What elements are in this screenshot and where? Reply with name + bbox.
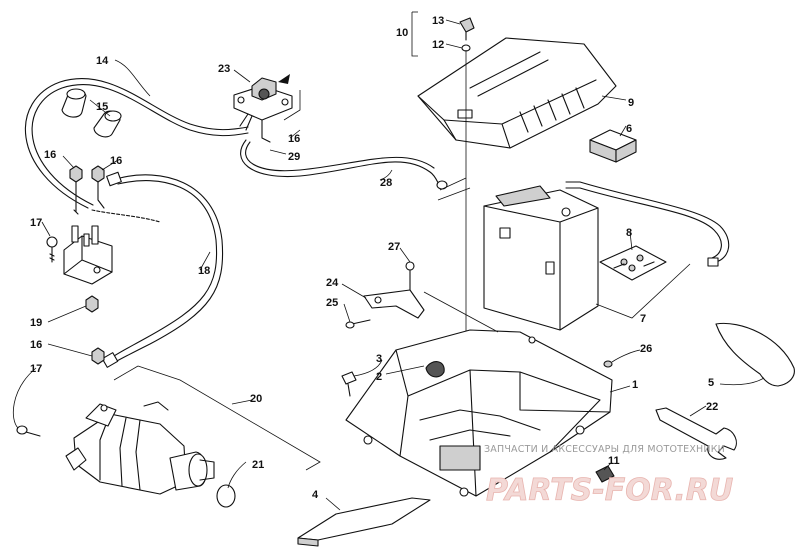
callout-15: 15 (96, 101, 108, 113)
callout-14: 14 (96, 55, 109, 67)
callout-4: 4 (312, 489, 319, 501)
cable-18 (101, 171, 224, 368)
clip-11 (595, 465, 615, 483)
callout-labels: 14 15 16 16 17 18 19 16 17 20 21 4 23 16… (30, 15, 718, 501)
cable-14 (24, 77, 249, 209)
callout-16: 16 (30, 339, 42, 351)
callout-23: 23 (218, 63, 230, 75)
solenoid-19 (63, 225, 113, 285)
callout-16: 16 (44, 149, 56, 161)
watermark-tagline: ЗАПЧАСТИ И АКСЕССУАРЫ ДЛЯ МОТОТЕХНИКИ (484, 444, 725, 455)
leader-lines (12, 19, 765, 511)
cable-28 (240, 139, 448, 190)
callout-13: 13 (432, 15, 444, 27)
callout-8: 8 (626, 227, 632, 239)
boot-15 (61, 88, 122, 138)
group-lines (113, 11, 691, 471)
wrench-22 (655, 407, 737, 460)
pad-6 (589, 129, 637, 163)
callout-16: 16 (110, 155, 122, 167)
battery-tray-1 (345, 329, 613, 497)
battery-cover-9 (417, 37, 617, 149)
callout-10: 10 (396, 27, 408, 39)
screw-3 (341, 371, 357, 397)
callout-17: 17 (30, 363, 42, 375)
callout-7: 7 (640, 313, 646, 325)
callout-29: 29 (288, 151, 300, 163)
callout-24: 24 (326, 277, 339, 289)
terminal-kit-8 (599, 245, 667, 281)
callout-11: 11 (608, 455, 620, 467)
callout-1: 1 (632, 379, 638, 391)
callout-5: 5 (708, 377, 714, 389)
battery (483, 181, 730, 331)
strap-4 (297, 497, 431, 547)
callout-18: 18 (198, 265, 210, 277)
shield-5 (715, 322, 795, 387)
callout-22: 22 (706, 401, 718, 413)
nut-16 (69, 165, 105, 365)
fastener-13 (459, 17, 475, 52)
callout-6: 6 (626, 123, 632, 135)
callout-16: 16 (288, 133, 300, 145)
starter-motor-20 (65, 401, 215, 495)
callout-17: 17 (30, 217, 42, 229)
callout-2: 2 (376, 371, 382, 383)
callout-28: 28 (380, 177, 392, 189)
arrow-marker-icon (278, 74, 301, 121)
callout-12: 12 (432, 39, 444, 51)
bracket-24 (345, 261, 425, 329)
callout-25: 25 (326, 297, 338, 309)
o-ring-21 (216, 484, 236, 508)
bolt-17-lower (16, 425, 41, 437)
callout-19: 19 (30, 317, 42, 329)
bolt-17 (46, 236, 58, 263)
callout-9: 9 (628, 97, 634, 109)
watermark: PARTS-FOR.RU ЗАПЧАСТИ И АКСЕССУАРЫ ДЛЯ М… (484, 444, 734, 508)
switch-23 (233, 77, 293, 143)
callout-3: 3 (376, 353, 382, 365)
callout-27: 27 (388, 241, 400, 253)
nut-26 (603, 360, 613, 368)
callout-21: 21 (252, 459, 264, 471)
watermark-logo: PARTS-FOR.RU (486, 473, 733, 508)
callout-20: 20 (250, 393, 262, 405)
callout-26: 26 (640, 343, 652, 355)
